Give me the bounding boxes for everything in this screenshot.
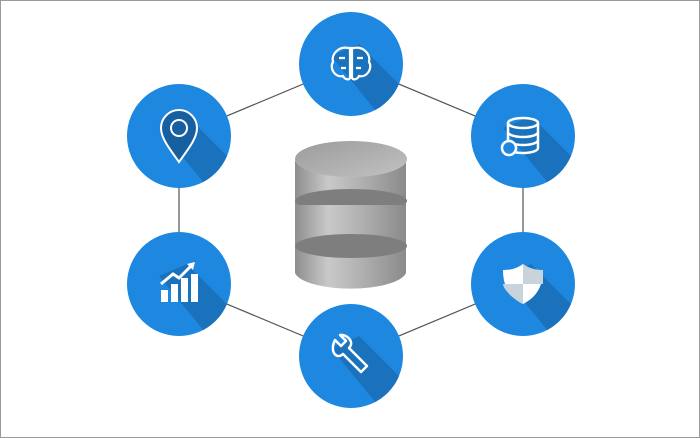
node-brain (299, 12, 403, 116)
long-shadow (331, 336, 403, 408)
node-wrench (299, 304, 403, 408)
node-database-sync (471, 84, 575, 188)
node-location-pin (127, 84, 231, 188)
growth-chart-icon (160, 262, 198, 302)
brain-icon (330, 46, 372, 81)
database-sync-icon (500, 116, 540, 157)
location-pin-icon (159, 109, 199, 164)
node-growth-chart (127, 232, 231, 336)
long-shadow (503, 116, 575, 188)
wrench-icon (331, 333, 369, 374)
node-shield (471, 232, 575, 336)
database-cylinder-icon (295, 141, 407, 289)
shield-icon (503, 264, 543, 304)
